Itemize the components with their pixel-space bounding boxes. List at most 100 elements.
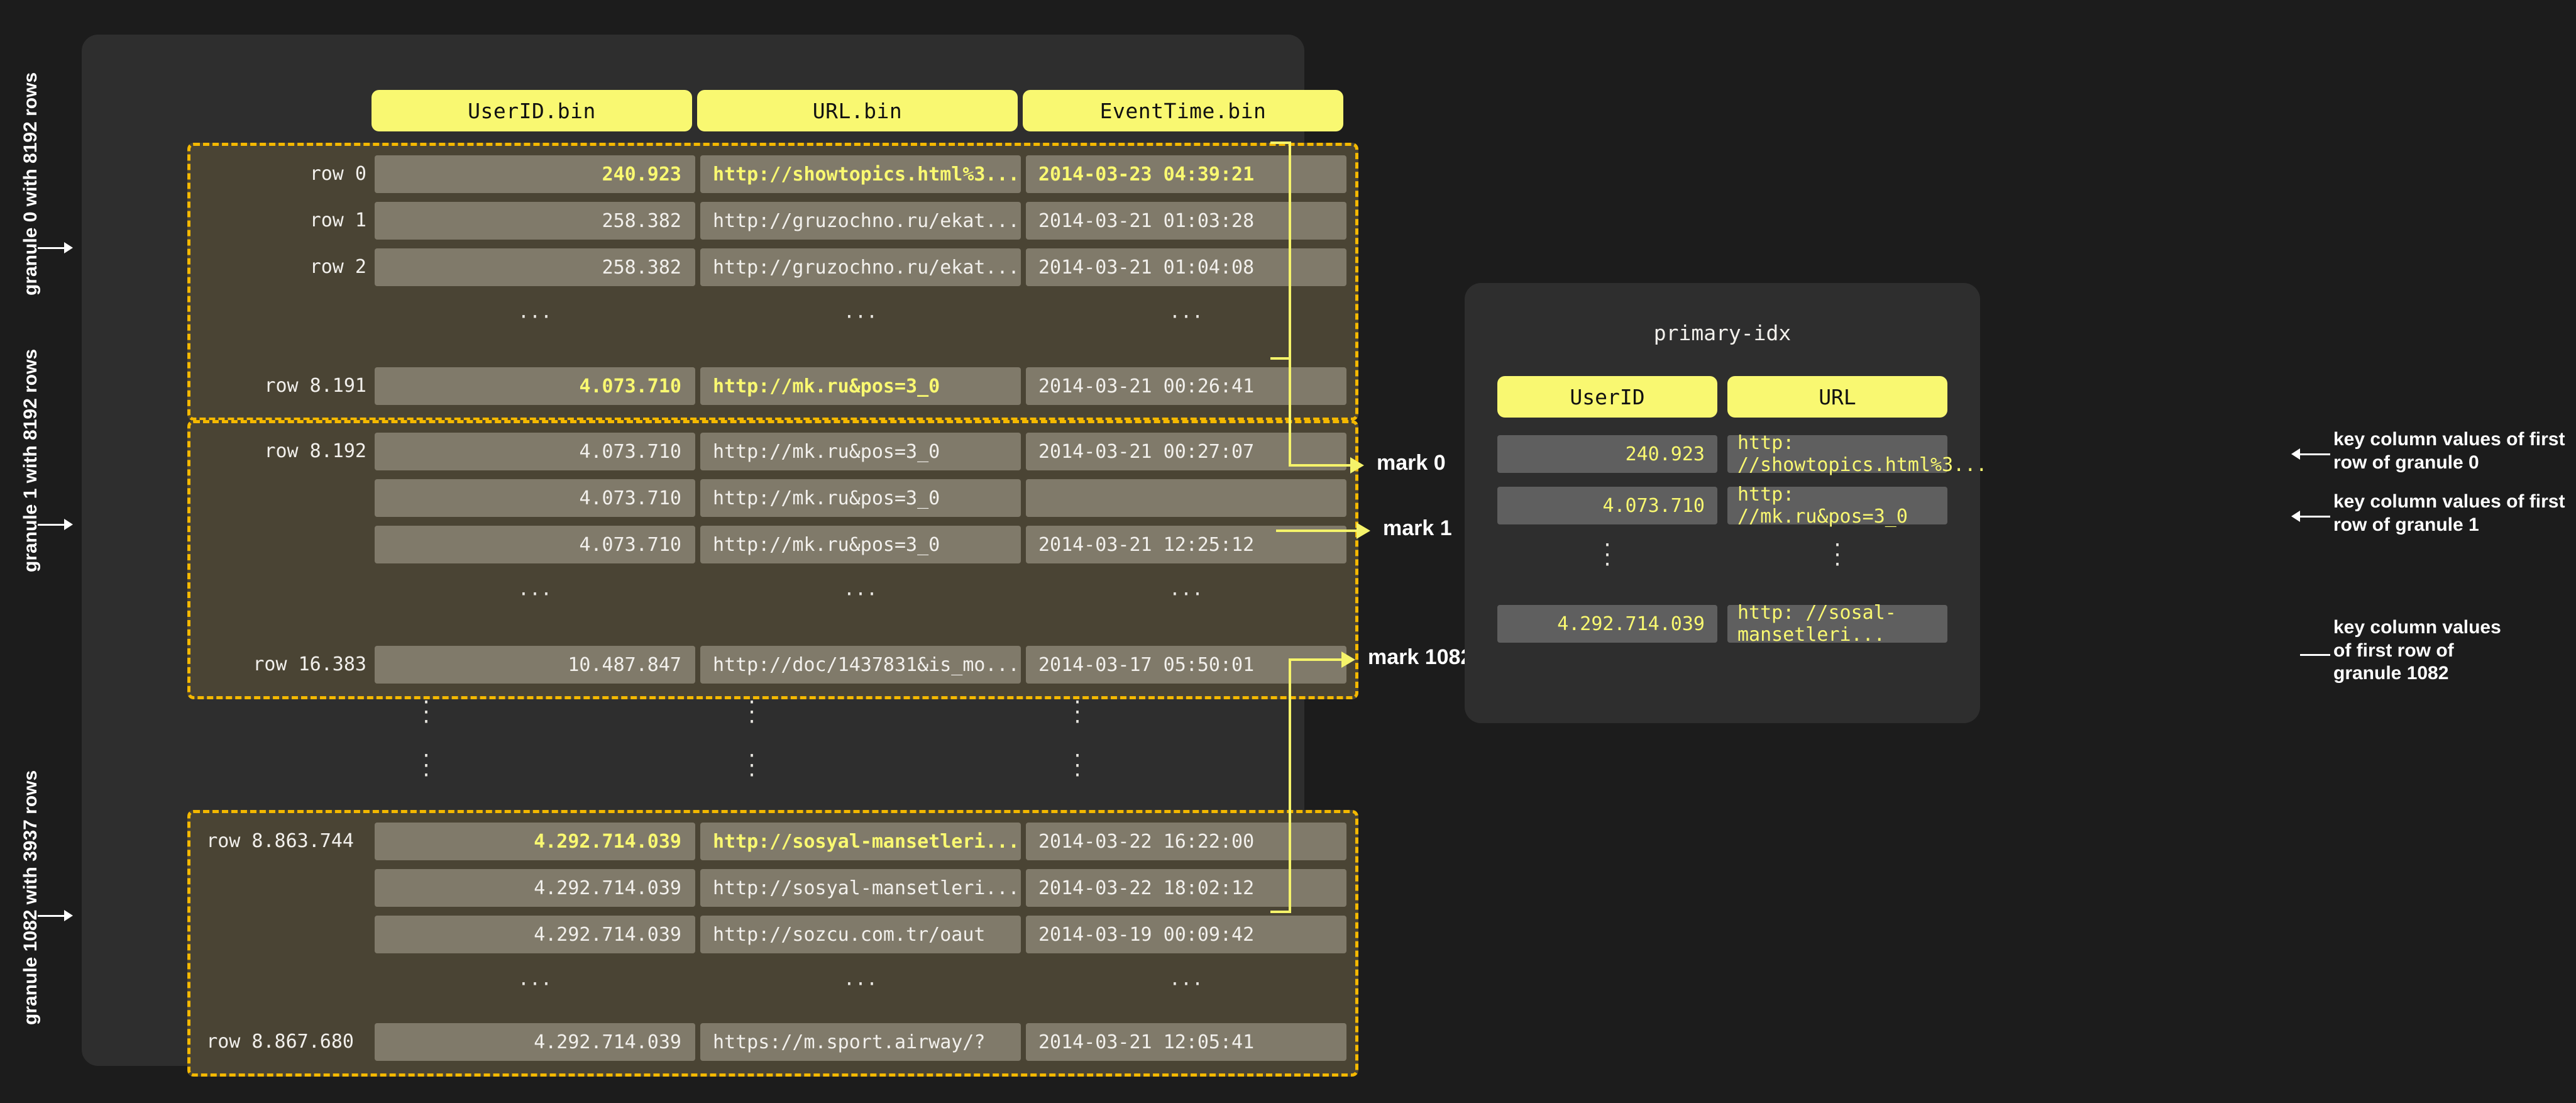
vertical-ellipsis-icon: ··· bbox=[420, 692, 432, 734]
cell-url: http://mk.ru&pos=3_0 bbox=[700, 526, 1021, 563]
column-header-userid-bin: UserID.bin bbox=[372, 90, 692, 131]
table-row: row 1 258.382 http://gruzochno.ru/ekat..… bbox=[190, 197, 1355, 244]
connector-mark-1082-vertical bbox=[1289, 658, 1291, 913]
granule-1082-side-label: granule 1082 with 3937 rows bbox=[20, 770, 41, 1025]
connector-mark-1 bbox=[1276, 529, 1358, 532]
index-cell-url: http: //showtopics.html%3... bbox=[1727, 432, 1987, 476]
cell-userid: 4.292.714.039 bbox=[375, 869, 695, 907]
granule-0-arrow bbox=[64, 242, 73, 253]
connector-mark-0-arm bbox=[1289, 464, 1351, 467]
row-label bbox=[190, 865, 366, 911]
row-label bbox=[190, 521, 366, 568]
row-label: row 8.192 bbox=[264, 440, 366, 462]
cell-url: http://sosyal-mansetleri... bbox=[700, 823, 1021, 860]
index-row: 4.292.714.039 http: //sosal-mansetleri..… bbox=[1465, 601, 1980, 647]
table-row: row 16.383 10.487.847 http://doc/1437831… bbox=[190, 641, 1355, 688]
cell-eventtime bbox=[1026, 479, 1346, 517]
granule-1-box: row 8.192 4.073.710 http://mk.ru&pos=3_0… bbox=[187, 420, 1358, 699]
granule-1-arrow bbox=[64, 519, 73, 530]
cell-url: http://showtopics.html%3... bbox=[700, 155, 1021, 193]
cell-userid: 258.382 bbox=[375, 248, 695, 286]
cell-userid: 258.382 bbox=[375, 202, 695, 240]
row-label: row 8.191 bbox=[264, 375, 366, 397]
index-cell-userid: 240.923 bbox=[1497, 435, 1717, 473]
vertical-ellipsis-icon: ··· bbox=[420, 745, 432, 787]
connector-mark-0-arrowhead bbox=[1350, 457, 1364, 474]
cell-userid: 4.073.710 bbox=[375, 479, 695, 517]
vertical-ellipsis-icon: ··· bbox=[843, 973, 878, 996]
table-row: row 8.192 4.073.710 http://mk.ru&pos=3_0… bbox=[190, 428, 1355, 475]
row-label bbox=[190, 911, 366, 958]
index-cell-userid: 4.073.710 bbox=[1497, 487, 1717, 524]
cell-eventtime: 2014-03-21 12:25:12 bbox=[1026, 526, 1346, 563]
table-row-ellipsis: ··· ··· ··· bbox=[190, 294, 1355, 341]
cell-userid: 10.487.847 bbox=[375, 646, 695, 684]
granule-0-tick bbox=[38, 247, 64, 249]
index-row: 240.923 http: //showtopics.html%3... bbox=[1465, 431, 1987, 477]
granule-1082-tick bbox=[38, 915, 64, 917]
cell-userid: 240.923 bbox=[375, 155, 695, 193]
row-label: row 2 bbox=[309, 256, 366, 278]
column-header-eventtime-bin: EventTime.bin bbox=[1023, 90, 1343, 131]
connector-mark-0-vertical bbox=[1289, 141, 1291, 465]
index-cell-url: http: //sosal-mansetleri... bbox=[1727, 602, 1947, 646]
granule-1082-box: row 8.863.744 4.292.714.039 http://sosya… bbox=[187, 810, 1358, 1077]
note-granule-1: key column values of first row of granul… bbox=[2333, 491, 2565, 535]
vertical-ellipsis-icon: ··· bbox=[517, 584, 553, 606]
connector-mark-1082-bottom bbox=[1270, 911, 1291, 913]
granule-1-tick bbox=[38, 524, 64, 526]
vertical-ellipsis-icon: ··· bbox=[843, 584, 878, 606]
vertical-ellipsis-icon: ··· bbox=[1071, 745, 1084, 787]
table-row: 4.073.710 http://mk.ru&pos=3_0 2014-03-2… bbox=[190, 521, 1355, 568]
row-label: row 0 bbox=[309, 163, 366, 185]
mark-0-label: mark 0 bbox=[1377, 451, 1446, 475]
connector-mark-0-top bbox=[1270, 141, 1291, 144]
cell-url: http://sosyal-mansetleri... bbox=[700, 869, 1021, 907]
cell-eventtime: 2014-03-21 12:05:41 bbox=[1026, 1023, 1346, 1061]
cell-url: http://sozcu.com.tr/oaut bbox=[700, 916, 1021, 953]
note-granule-1082: key column values of first row of granul… bbox=[2333, 617, 2501, 684]
table-row: row 8.867.680 4.292.714.039 https://m.sp… bbox=[190, 1019, 1355, 1065]
mark-1-label: mark 1 bbox=[1383, 516, 1452, 540]
note-granule-1-arrow bbox=[2291, 511, 2300, 522]
connector-mark-1082-arm bbox=[1289, 658, 1343, 661]
cell-eventtime: 2014-03-21 00:26:41 bbox=[1026, 367, 1346, 405]
index-row: 4.073.710 http: //mk.ru&pos=3_0 bbox=[1465, 482, 1980, 529]
granule-1082-arrow bbox=[64, 910, 73, 921]
index-cell-userid: 4.292.714.039 bbox=[1497, 605, 1717, 643]
note-granule-1-tick bbox=[2300, 516, 2330, 518]
table-row: 4.292.714.039 http://sozcu.com.tr/oaut 2… bbox=[190, 911, 1355, 958]
vertical-ellipsis-icon: ··· bbox=[1169, 973, 1204, 996]
note-granule-1082-tick bbox=[2300, 654, 2330, 656]
cell-userid: 4.292.714.039 bbox=[375, 1023, 695, 1061]
cell-eventtime: 2014-03-19 00:09:42 bbox=[1026, 916, 1346, 953]
row-label: row 8.867.680 bbox=[206, 1031, 354, 1053]
column-files-panel: UserID.bin URL.bin EventTime.bin row 0 2… bbox=[82, 35, 1358, 1077]
cell-eventtime: 2014-03-23 04:39:21 bbox=[1026, 155, 1346, 193]
vertical-ellipsis-icon: ··· bbox=[1169, 306, 1204, 329]
granule-0-side-label: granule 0 with 8192 rows bbox=[20, 72, 41, 296]
table-row: row 8.191 4.073.710 http://mk.ru&pos=3_0… bbox=[190, 363, 1355, 409]
vertical-ellipsis-icon: ··· bbox=[517, 973, 553, 996]
row-label: row 8.863.744 bbox=[206, 830, 354, 852]
note-granule-0: key column values of first row of granul… bbox=[2333, 429, 2565, 473]
note-granule-0-arrow bbox=[2291, 448, 2300, 460]
cell-userid: 4.073.710 bbox=[375, 433, 695, 470]
cell-eventtime: 2014-03-21 01:04:08 bbox=[1026, 248, 1346, 286]
connector-mark-0-bottom bbox=[1270, 357, 1291, 360]
index-column-header-userid: UserID bbox=[1497, 376, 1717, 418]
index-column-header-url: URL bbox=[1727, 376, 1947, 418]
table-row: 4.073.710 http://mk.ru&pos=3_0 bbox=[190, 475, 1355, 521]
cell-eventtime: 2014-03-17 05:50:01 bbox=[1026, 646, 1346, 684]
index-cell-url: http: //mk.ru&pos=3_0 bbox=[1727, 484, 1947, 528]
table-row: 4.292.714.039 http://sosyal-mansetleri..… bbox=[190, 865, 1355, 911]
vertical-ellipsis-icon: ··· bbox=[746, 692, 758, 734]
granule-0-box: row 0 240.923 http://showtopics.html%3..… bbox=[187, 143, 1358, 421]
column-header-url-bin: URL.bin bbox=[697, 90, 1018, 131]
cell-url: http://gruzochno.ru/ekat... bbox=[700, 248, 1021, 286]
vertical-ellipsis-icon: ··· bbox=[1831, 535, 1844, 577]
cell-url: http://mk.ru&pos=3_0 bbox=[700, 479, 1021, 517]
table-row-ellipsis: ··· ··· ··· bbox=[190, 572, 1355, 618]
vertical-ellipsis-icon: ··· bbox=[517, 306, 553, 329]
